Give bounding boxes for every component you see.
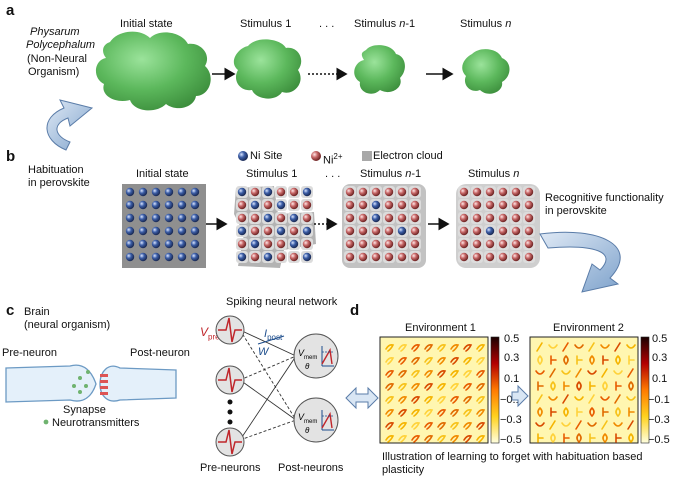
- stage-b-stimulus-n: Stimulus n: [468, 168, 520, 180]
- snn-connections: [239, 329, 297, 441]
- legend-cloud-label: Electron cloud: [373, 150, 443, 162]
- heatmap-environment-1: [379, 336, 489, 444]
- v-pre-label: Vpre: [200, 325, 220, 342]
- svg-text:V: V: [298, 348, 305, 358]
- arrow-env1-to-env2: [511, 384, 529, 408]
- lattice-initial: [122, 184, 206, 268]
- curved-arrow-left: [46, 99, 94, 151]
- blob-stimulus-n: [462, 49, 510, 94]
- colorbar1-tick-4: −0.3: [500, 414, 522, 426]
- organism-name-line1: Physarum: [30, 26, 80, 38]
- stage-a-dots: . . .: [319, 18, 335, 30]
- stage-a-stimulus-n-1: Stimulus n-1: [354, 18, 416, 30]
- lattice-stimulus-1: [234, 186, 316, 268]
- colorbar-2: [640, 336, 650, 444]
- curved-arrow-right: [539, 231, 621, 293]
- post-neuron-label: Post-neuron: [130, 347, 190, 359]
- legend-cloud-icon: [362, 151, 372, 161]
- i-post-label: Ipost: [264, 328, 283, 343]
- heatmap-1-cells: [385, 344, 486, 443]
- stage-a-initial: Initial state: [120, 18, 173, 30]
- svg-text:mem: mem: [304, 419, 317, 425]
- neurotransmitter-dots: [43, 370, 90, 425]
- panel-label-d: d: [350, 302, 360, 319]
- panel-label-a: a: [6, 2, 15, 19]
- ipost-line: [257, 335, 285, 345]
- colorbar2-tick-1: 0.3: [652, 352, 668, 364]
- legend-ni2-icon: [311, 151, 321, 161]
- stage-b-stimulus-n-1: Stimulus n-1: [360, 168, 422, 180]
- ellipsis-dots: [227, 399, 233, 425]
- environment-1-title: Environment 1: [405, 322, 476, 334]
- colorbar2-tick-3: −0.1: [648, 394, 670, 406]
- recognitive-label-line2: in perovskite: [545, 205, 607, 217]
- brain-label-line1: Brain: [24, 306, 50, 318]
- svg-text:θ: θ: [305, 426, 310, 435]
- pre-neuron-1: [215, 315, 245, 345]
- colorbar1-tick-1: 0.3: [504, 352, 520, 364]
- lattice-stimulus-n-1: [342, 184, 426, 268]
- neurotransmitters-label: Neurotransmitters: [52, 417, 140, 429]
- synapse-label: Synapse: [63, 404, 106, 416]
- heatmap-environment-2: [529, 336, 639, 444]
- legend-ni-site-label: Ni Site: [250, 150, 283, 162]
- environment-2-title: Environment 2: [553, 322, 624, 334]
- habituation-label-line2: in perovskite: [28, 177, 90, 189]
- panel-label-c: c: [6, 302, 15, 319]
- colorbar1-tick-2: 0.1: [504, 373, 520, 385]
- organism-type-line2: Organism): [28, 66, 80, 78]
- svg-text:θ: θ: [305, 362, 310, 371]
- snn-title: Spiking neural network: [226, 296, 338, 308]
- blob-stimulus-n-1: [354, 45, 405, 94]
- caption-line2: plasticity: [382, 464, 425, 476]
- colorbar1-tick-5: −0.5: [500, 434, 522, 446]
- svg-text:mem: mem: [304, 355, 317, 361]
- double-arrow-c-d: [345, 386, 379, 410]
- post-neuron-2: V mem θ: [293, 397, 339, 443]
- panel-label-b: b: [6, 148, 16, 165]
- habituation-label-line1: Habituation: [28, 164, 84, 176]
- w-label: W: [258, 346, 269, 358]
- pre-neuron-2: [215, 365, 245, 395]
- legend-ni2-label: Ni2+: [323, 152, 343, 167]
- lattice-stimulus-n: [456, 184, 540, 268]
- colorbar1-tick-0: 0.5: [504, 333, 520, 345]
- post-neuron-1: V mem θ: [293, 333, 339, 379]
- colorbar2-tick-5: −0.5: [648, 434, 670, 446]
- pre-neuron-label: Pre-neuron: [2, 347, 58, 359]
- blob-stimulus-1: [233, 39, 302, 99]
- caption-line1: Illustration of learning to forget with …: [382, 451, 643, 463]
- biological-neurons: [5, 364, 177, 403]
- organism-type-line1: (Non-Neural: [27, 53, 87, 65]
- legend-ni-site-icon: [238, 151, 248, 161]
- receptors: [100, 374, 108, 395]
- colorbar2-tick-0: 0.5: [652, 333, 668, 345]
- stage-a-stimulus-1: Stimulus 1: [240, 18, 292, 30]
- stage-b-stimulus-1: Stimulus 1: [246, 168, 298, 180]
- svg-text:V: V: [298, 412, 305, 422]
- stage-a-stimulus-n: Stimulus n: [460, 18, 512, 30]
- colorbar2-tick-2: 0.1: [652, 373, 668, 385]
- heatmap-2-cells: [535, 342, 636, 444]
- brain-label-line2: (neural organism): [24, 319, 111, 331]
- colorbar-1: [490, 336, 500, 444]
- organism-name-line2: Polycephalum: [26, 39, 96, 51]
- recognitive-label-line1: Recognitive functionality: [545, 192, 664, 204]
- stage-b-initial: Initial state: [136, 168, 189, 180]
- post-neurons-label: Post-neurons: [278, 462, 344, 474]
- pre-neuron-3: [215, 427, 245, 457]
- pre-neurons-label: Pre-neurons: [200, 462, 261, 474]
- stage-b-dots: . . .: [325, 168, 341, 180]
- blob-initial: [95, 31, 211, 111]
- colorbar2-tick-4: −0.3: [648, 414, 670, 426]
